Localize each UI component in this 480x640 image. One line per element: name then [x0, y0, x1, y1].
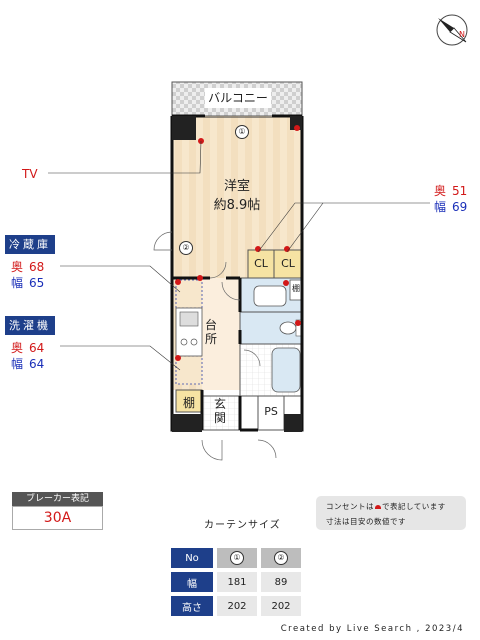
washer-depth-key: 奥 [11, 341, 24, 355]
washer-depth: 64 [29, 341, 45, 355]
note-line1-a: コンセントは [326, 502, 374, 511]
washer-width-key: 幅 [11, 357, 24, 371]
washer-space [175, 355, 203, 385]
entrance-shelf-label: 棚 [182, 396, 195, 410]
compass-icon: N [436, 14, 468, 46]
closet-width: 69 [452, 200, 468, 214]
breaker-title: ブレーカー表記 [12, 492, 103, 506]
closet-depth-key: 奥 [434, 184, 447, 198]
curtain-col-1-height: 202 [217, 596, 257, 616]
closet-dims: 奥 51 幅 69 [434, 183, 467, 215]
curtain-header-no: No [171, 548, 213, 568]
window-2-marker: ② [179, 235, 193, 255]
washer-tag: 洗濯機 [5, 316, 55, 335]
ps-label: PS [264, 405, 278, 418]
fridge-tag: 冷蔵庫 [5, 235, 55, 254]
credit: Created by Live Search , 2023/4 [280, 624, 464, 634]
pipe-space [257, 395, 285, 431]
fridge-width: 65 [29, 276, 45, 290]
fridge-space [175, 279, 203, 309]
window-1-marker: ① [235, 119, 249, 139]
breaker-value: 30A [12, 506, 103, 530]
room-size: 約8.9帖 [213, 198, 261, 213]
curtain-col-1-no: ① [217, 548, 257, 568]
washer-dims: 奥 64 幅 64 [11, 340, 44, 372]
note-line2: 寸法は目安の数値です [326, 517, 406, 526]
washer-width: 64 [29, 357, 45, 371]
curtain-col-2-width: 89 [261, 572, 301, 592]
kitchen-label: 台所 [205, 318, 218, 346]
washroom-shelf-label: 棚 [292, 284, 300, 293]
fridge-depth: 68 [29, 260, 45, 274]
fridge-depth-key: 奥 [11, 260, 24, 274]
note-line1-b: で表記しています [382, 502, 446, 511]
closet-depth: 51 [452, 184, 468, 198]
curtain-col-2-no: ② [261, 548, 301, 568]
tv-label: TV [22, 167, 38, 181]
svg-text:N: N [459, 30, 465, 39]
curtain-col-2-height: 202 [261, 596, 301, 616]
entrance-label: 玄関 [214, 397, 227, 425]
balcony-label: バルコニー [208, 91, 268, 105]
closet-1-label: CL [254, 257, 268, 270]
outlet-icon [375, 505, 381, 509]
curtain-col-1-width: 181 [217, 572, 257, 592]
fridge-width-key: 幅 [11, 276, 24, 290]
fridge-dims: 奥 68 幅 65 [11, 259, 44, 291]
curtain-header-height: 高さ [171, 596, 213, 616]
closet-2-label: CL [281, 257, 295, 270]
floor-plan [48, 81, 430, 461]
room-name: 洋室 [223, 179, 250, 194]
closet-width-key: 幅 [434, 200, 447, 214]
legend-note: コンセントはで表記しています 寸法は目安の数値です [316, 496, 466, 530]
curtain-title: カーテンサイズ [204, 520, 281, 531]
curtain-table: No ① ② 幅 181 89 高さ 202 202 [167, 544, 305, 620]
curtain-header-width: 幅 [171, 572, 213, 592]
